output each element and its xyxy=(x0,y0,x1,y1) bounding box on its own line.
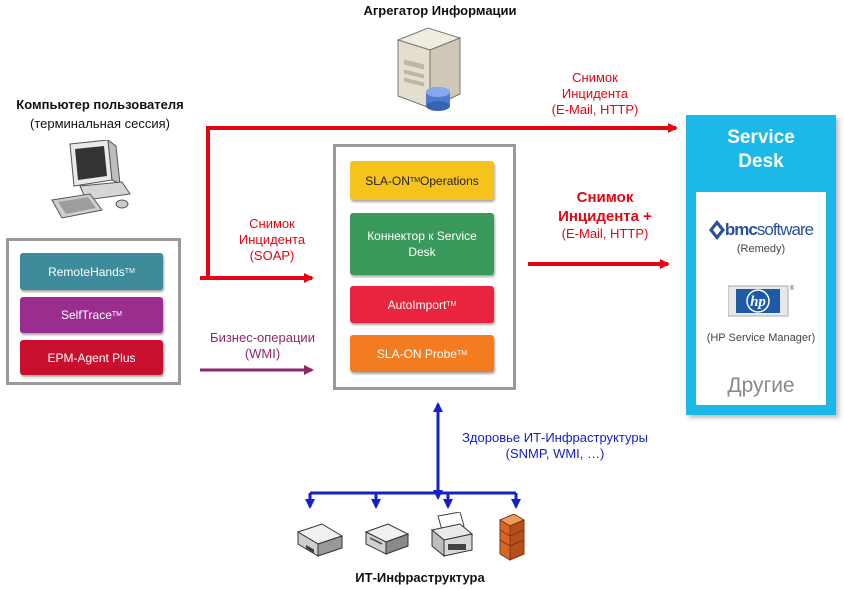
hp-logo: hp ® xyxy=(728,285,794,317)
label-snapshot-top: Снимок Инцидента (E-Mail, HTTP) xyxy=(551,70,639,117)
hp-logo-text: hp xyxy=(750,294,766,310)
switch-icon xyxy=(364,523,410,555)
service-desk-others: Другие xyxy=(727,374,795,397)
label-health: Здоровье ИТ-Инфраструктуры (SNMP, WMI, …… xyxy=(462,430,648,461)
hp-caption: (HP Service Manager) xyxy=(706,332,816,344)
computer-icon xyxy=(51,140,131,219)
user-pc-title: Компьютер пользователя xyxy=(16,97,184,112)
agent-epm-label: EPM-Agent Plus xyxy=(47,350,136,365)
agent-epm[interactable]: EPM-Agent Plus xyxy=(20,340,163,375)
label-snapshot-plus: Снимок Инцидента + (E-Mail, HTTP) xyxy=(558,189,652,241)
server-icon xyxy=(396,27,462,111)
module-connector[interactable]: Коннектор к Service Desk xyxy=(350,213,494,275)
agent-remotehands-label: RemoteHands xyxy=(48,264,125,279)
aggregator-title: Агрегатор Информации xyxy=(363,3,517,18)
printer-icon xyxy=(430,512,474,558)
bmc-caption: (Remedy) xyxy=(736,243,786,255)
firewall-icon xyxy=(498,514,526,561)
service-desk-title: Service Desk xyxy=(727,127,795,172)
label-snapshot-soap: Снимок Инцидента (SOAP) xyxy=(238,216,306,263)
user-pc-subtitle: (терминальная сессия) xyxy=(30,116,170,131)
router-icon xyxy=(296,523,344,557)
label-business: Бизнес-операции (WMI) xyxy=(210,330,315,361)
svg-text:®: ® xyxy=(790,285,794,292)
infra-title: ИТ-Инфраструктура xyxy=(355,570,485,585)
bmc-logo-icon xyxy=(708,220,725,240)
agent-selftrace-label: SelfTrace xyxy=(60,308,112,322)
